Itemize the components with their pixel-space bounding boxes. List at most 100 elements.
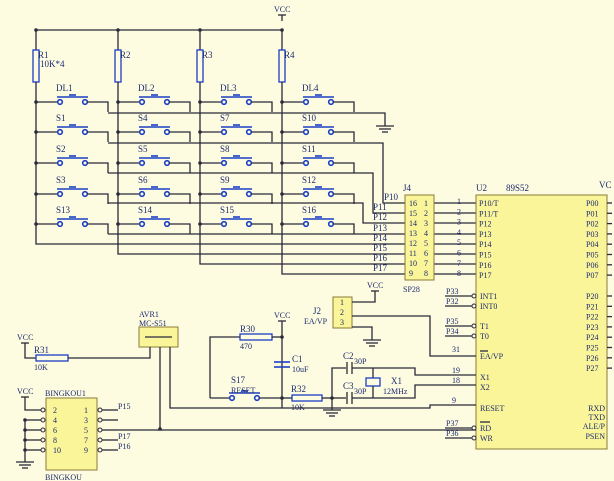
net-label: P17 xyxy=(118,432,130,441)
inverter-bubble xyxy=(471,435,477,441)
switch-terminal xyxy=(138,159,146,167)
net-label: P33 xyxy=(446,287,458,296)
switch-terminal xyxy=(220,98,228,106)
wire xyxy=(209,336,240,398)
junction-dot xyxy=(280,335,284,339)
wire xyxy=(24,403,41,411)
wire xyxy=(251,101,273,112)
switch-label: S8 xyxy=(220,144,230,154)
switch-terminal xyxy=(220,190,228,198)
switch-label: S16 xyxy=(302,205,317,215)
pin-bubble xyxy=(40,447,46,453)
wire xyxy=(169,223,191,234)
switch-terminal xyxy=(56,220,64,228)
connector-j4 xyxy=(404,194,435,281)
u2-pin-left: P15 xyxy=(479,251,491,260)
bingkou-pin: 3 xyxy=(84,416,88,425)
u2-pin-right: PSEN xyxy=(585,432,605,441)
c2-ref: C2 xyxy=(343,351,354,361)
switch-terminal xyxy=(302,220,310,228)
switch-terminal xyxy=(138,128,146,136)
wire xyxy=(333,101,355,112)
u2-pin-left: X2 xyxy=(480,383,490,392)
pin-bubble xyxy=(40,437,46,443)
net-label: P12 xyxy=(373,212,387,222)
u2-pin-left: INT1 xyxy=(480,292,497,301)
r31-value: 10K xyxy=(34,363,48,372)
net-p14 xyxy=(35,82,476,245)
switch-terminal xyxy=(138,98,146,106)
inverter-bubble xyxy=(471,293,477,299)
switch-terminal xyxy=(163,159,171,167)
net-label: P15 xyxy=(373,243,388,253)
switch-terminal xyxy=(163,190,171,198)
ic-u2 xyxy=(475,194,608,450)
wire xyxy=(352,326,373,334)
s17-label: RESET xyxy=(231,386,256,395)
bingkou-pin: 8 xyxy=(53,436,57,445)
net-label: P37 xyxy=(446,419,458,428)
pin-number: 18 xyxy=(452,376,460,385)
switch-label: S1 xyxy=(56,113,66,123)
u2-pin-left: T1 xyxy=(480,322,489,331)
u2-pin-right: P01 xyxy=(586,209,598,218)
net-label: P17 xyxy=(373,263,388,273)
wire xyxy=(251,193,273,204)
inverter-bubble xyxy=(471,323,477,329)
wire xyxy=(333,131,355,142)
bingkou-pin: 5 xyxy=(84,426,88,435)
switch-terminal xyxy=(163,98,171,106)
wire xyxy=(251,131,273,142)
j4-pin: 9 xyxy=(409,269,413,278)
switch-label: S7 xyxy=(220,113,230,123)
u2-pin-left: P10/T xyxy=(479,199,499,208)
u2-pin-right: ALE/P xyxy=(583,422,606,431)
switch-terminal xyxy=(220,128,228,136)
switch-terminal xyxy=(253,394,261,402)
u2-pin-right: P00 xyxy=(586,199,598,208)
u2-pin-right: P05 xyxy=(586,251,598,260)
pin-number: 6 xyxy=(457,249,461,258)
c3-ref: C3 xyxy=(343,381,354,391)
header-bingkou xyxy=(45,397,98,471)
bingkou-pin: 10 xyxy=(53,446,61,455)
wire xyxy=(352,297,376,303)
pin-bubble xyxy=(40,407,46,413)
net-label: P34 xyxy=(446,327,458,336)
net-ea xyxy=(352,315,476,357)
c2-value: 30P xyxy=(354,357,367,366)
net-label: P15 xyxy=(118,402,130,411)
pin-bubble xyxy=(97,447,103,453)
switch-terminal xyxy=(245,190,253,198)
net-label: P10 xyxy=(384,192,399,202)
switch-terminal xyxy=(81,220,89,228)
wire xyxy=(331,367,346,398)
pin-bubble xyxy=(97,437,103,443)
vcc-label: VCC xyxy=(367,281,383,290)
switch-terminal xyxy=(245,98,253,106)
switch-terminal xyxy=(163,220,171,228)
j4-pin: 10 xyxy=(409,259,417,268)
net-label: P16 xyxy=(118,442,130,451)
net-x1 xyxy=(352,367,476,376)
bingkou-ref: BINGKOU1 xyxy=(45,389,86,398)
j2-pin: 2 xyxy=(340,308,344,317)
j4-ref: J4 xyxy=(403,183,412,193)
net-label: P16 xyxy=(373,253,388,263)
j4-pin: 5 xyxy=(424,239,428,248)
resistor-ref: R1 xyxy=(38,50,49,60)
switch-label: S3 xyxy=(56,175,66,185)
switch-terminal xyxy=(228,394,236,402)
switch-label: S12 xyxy=(302,175,316,185)
wire xyxy=(169,193,191,204)
switch-label: S6 xyxy=(138,175,148,185)
u2-pin-right: P04 xyxy=(586,240,598,249)
switch-label: S11 xyxy=(302,144,316,154)
c3-value: 30P xyxy=(354,387,367,396)
u2-part: 89S52 xyxy=(506,183,529,193)
wire xyxy=(333,162,355,173)
r30-ref: R30 xyxy=(240,324,256,334)
switch-label: S13 xyxy=(56,205,71,215)
wire xyxy=(333,223,355,234)
j2-pin: 1 xyxy=(340,298,344,307)
